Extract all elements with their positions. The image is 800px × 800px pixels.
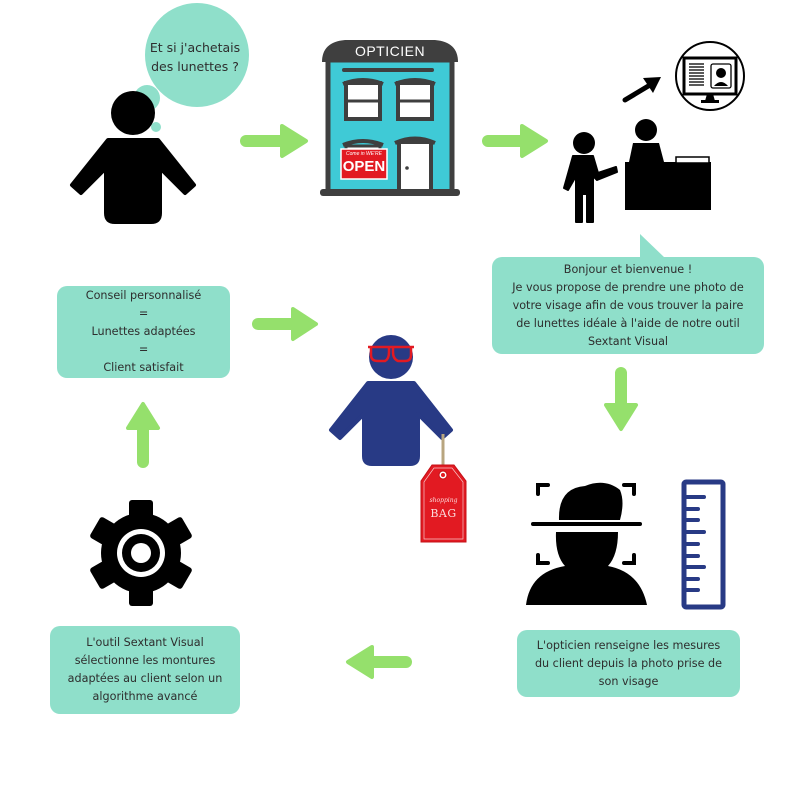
result-line: Client satisfait xyxy=(103,361,184,374)
algorithm-step-box: L'outil Sextant Visual sélectionne les m… xyxy=(50,626,240,714)
thought-line: des lunettes ? xyxy=(151,59,239,74)
shopping-tag-small-text: shopping xyxy=(429,497,458,504)
thought-line: Et si j'achetais xyxy=(149,40,241,55)
measure-line: L'opticien renseigne les mesures xyxy=(536,638,721,652)
algorithm-line: adaptées au client selon un xyxy=(67,672,223,685)
result-line: Lunettes adaptées xyxy=(91,325,196,338)
algorithm-line: L'outil Sextant Visual xyxy=(86,636,204,649)
result-line: Conseil personnalisé xyxy=(85,289,202,302)
measure-line: son visage xyxy=(598,674,659,688)
result-line: = xyxy=(138,343,149,356)
result-line: = xyxy=(138,307,149,320)
algorithm-line: algorithme avancé xyxy=(92,690,198,703)
welcome-line: Je vous propose de prendre une photo de xyxy=(512,280,744,294)
algorithm-line: sélectionne les montures xyxy=(74,654,216,667)
open-sign-text: OPEN xyxy=(342,158,386,175)
welcome-line: de lunettes idéale à l'aide de notre out… xyxy=(516,316,740,330)
shop-sign-text: OPTICIEN xyxy=(354,43,426,59)
measure-line: du client depuis la photo prise de xyxy=(534,656,723,670)
result-box: Conseil personnalisé = Lunettes adaptées… xyxy=(57,286,230,378)
welcome-line: Bonjour et bienvenue ! xyxy=(563,262,693,276)
welcome-line: Sextant Visual xyxy=(587,334,669,348)
welcome-message-box: Bonjour et bienvenue ! Je vous propose d… xyxy=(492,257,764,354)
measurement-step-box: L'opticien renseigne les mesures du clie… xyxy=(517,630,740,697)
shopping-tag-big-text: BAG xyxy=(430,507,457,520)
thought-bubble-text: Et si j'achetais des lunettes ? xyxy=(140,38,250,76)
welcome-line: votre visage afin de vous trouver la pai… xyxy=(512,298,744,312)
open-sign-small-text: Come in WE'RE xyxy=(346,151,382,157)
